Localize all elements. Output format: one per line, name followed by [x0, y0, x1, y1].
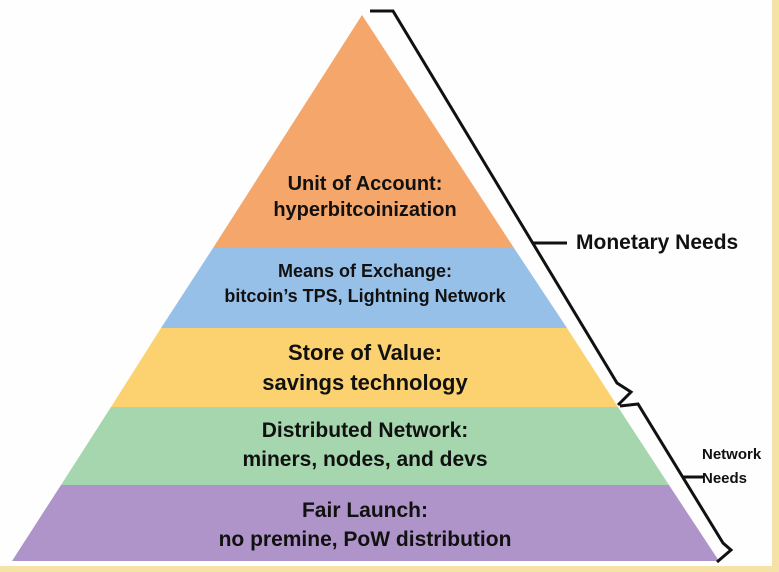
network-needs-label-line1: Network [702, 446, 762, 463]
network-needs-label: Network Needs [702, 443, 761, 491]
pyramid-layer-means-of-exchange [161, 248, 567, 328]
pyramid-layer-unit-of-account [213, 15, 514, 248]
frame-border-right [772, 0, 779, 572]
network-needs-bracket [619, 402, 734, 564]
network-needs-label-line2: Needs [702, 470, 748, 487]
pyramid-layer-distributed-network [61, 407, 669, 485]
frame-border-bottom [0, 566, 779, 572]
pyramid-layer-fair-launch [12, 485, 719, 561]
monetary-needs-label: Monetary Needs [576, 231, 739, 254]
monetary-needs-bracket [370, 9, 634, 407]
pyramid-layer-store-of-value [111, 328, 618, 407]
